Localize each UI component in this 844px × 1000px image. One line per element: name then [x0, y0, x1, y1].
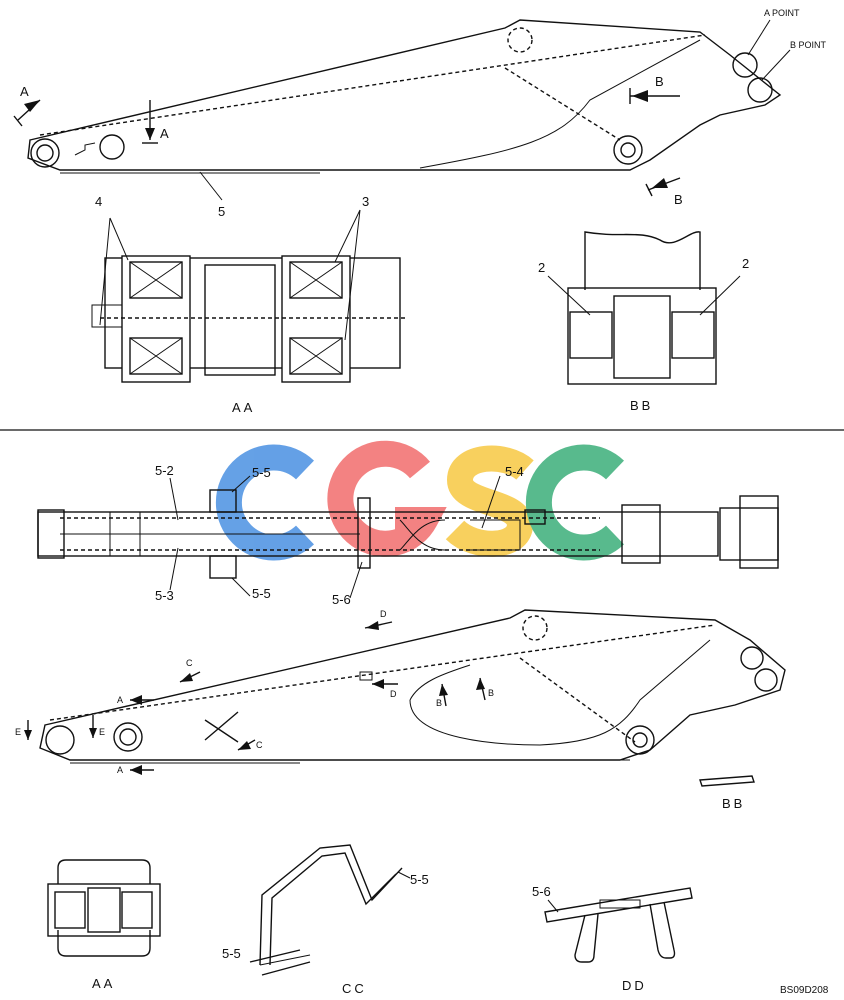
- view-b-top-label: B: [655, 74, 664, 89]
- section-aa-top-caption: AA: [232, 400, 255, 415]
- arrow-b-1-label: B: [436, 698, 442, 708]
- arrow-e-2-label: E: [99, 727, 105, 737]
- view-arrow-b-bottom: B: [645, 177, 683, 207]
- part-5-3-label: 5-3: [155, 588, 174, 603]
- part-2-left-label: 2: [538, 260, 545, 275]
- part-4-label: 4: [95, 194, 102, 209]
- section-bb-top: 2 2 BB: [538, 231, 749, 413]
- drawing-id: BS09D208: [780, 985, 829, 996]
- view-a-mid-label: A: [160, 126, 169, 141]
- section-bb-lower-caption: BB: [722, 796, 745, 811]
- section-aa-lower-caption: AA: [92, 976, 115, 991]
- arrow-b-2-label: B: [488, 688, 494, 698]
- watermark-logo: [215, 440, 624, 561]
- section-cc: 5-5 5-5 CC: [222, 844, 429, 996]
- cc-part-lower-label: 5-5: [222, 946, 241, 961]
- section-aa-top: 4 3 AA: [91, 194, 405, 415]
- section-aa-lower: AA: [47, 859, 161, 991]
- section-bb-top-caption: BB: [630, 398, 653, 413]
- part-5-2-label: 5-2: [155, 463, 174, 478]
- boom-side-view-lower: [39, 609, 786, 764]
- watermark-letter-s: [445, 445, 534, 557]
- arrow-a-lower-label: A: [117, 765, 123, 775]
- arrow-a-upper-label: A: [117, 695, 123, 705]
- part-5-callout: 5: [199, 171, 225, 219]
- view-arrow-a-top: A: [13, 84, 41, 127]
- dd-part-label: 5-6: [532, 884, 551, 899]
- cc-part-upper-label: 5-5: [410, 872, 429, 887]
- a-point-label: A POINT: [764, 8, 800, 18]
- boom-plan-view: [37, 489, 779, 579]
- arrow-c-bottom-label: C: [256, 740, 263, 750]
- part-5-6-label: 5-6: [332, 592, 351, 607]
- arrow-c-top-label: C: [186, 658, 193, 668]
- part-3-label: 3: [362, 194, 369, 209]
- watermark-letter-g: [327, 440, 447, 557]
- b-point-label: B POINT: [790, 40, 827, 50]
- view-arrow-b-top: B: [629, 74, 680, 104]
- plan-view-callouts: 5-2 5-3 5-5 5-5 5-4 5-6: [155, 463, 524, 607]
- part-5-5-top-label: 5-5: [252, 465, 271, 480]
- boom-side-view-top: [27, 19, 782, 174]
- section-dd-caption: DD: [622, 978, 647, 993]
- watermark-letter-c1: [215, 444, 314, 561]
- part-2-right-label: 2: [742, 256, 749, 271]
- part-5-5-bottom-label: 5-5: [252, 586, 271, 601]
- view-b-bottom-label: B: [674, 192, 683, 207]
- arrow-d-mid-label: D: [390, 689, 397, 699]
- view-arrow-a-mid: A: [142, 100, 169, 144]
- part-5-4-label: 5-4: [505, 464, 524, 479]
- section-cc-caption: CC: [342, 981, 367, 996]
- arrow-e-1-label: E: [15, 727, 21, 737]
- section-dd: 5-6 DD: [532, 884, 693, 993]
- point-callouts: A POINT B POINT: [747, 8, 827, 81]
- arrow-d-top-label: D: [380, 609, 387, 619]
- view-a-label: A: [20, 84, 29, 99]
- watermark-letter-c2: [525, 444, 624, 561]
- section-bb-lower: BB: [699, 775, 755, 811]
- lower-view-arrows: D C D B B A A E E C: [15, 609, 494, 775]
- part-5-label: 5: [218, 204, 225, 219]
